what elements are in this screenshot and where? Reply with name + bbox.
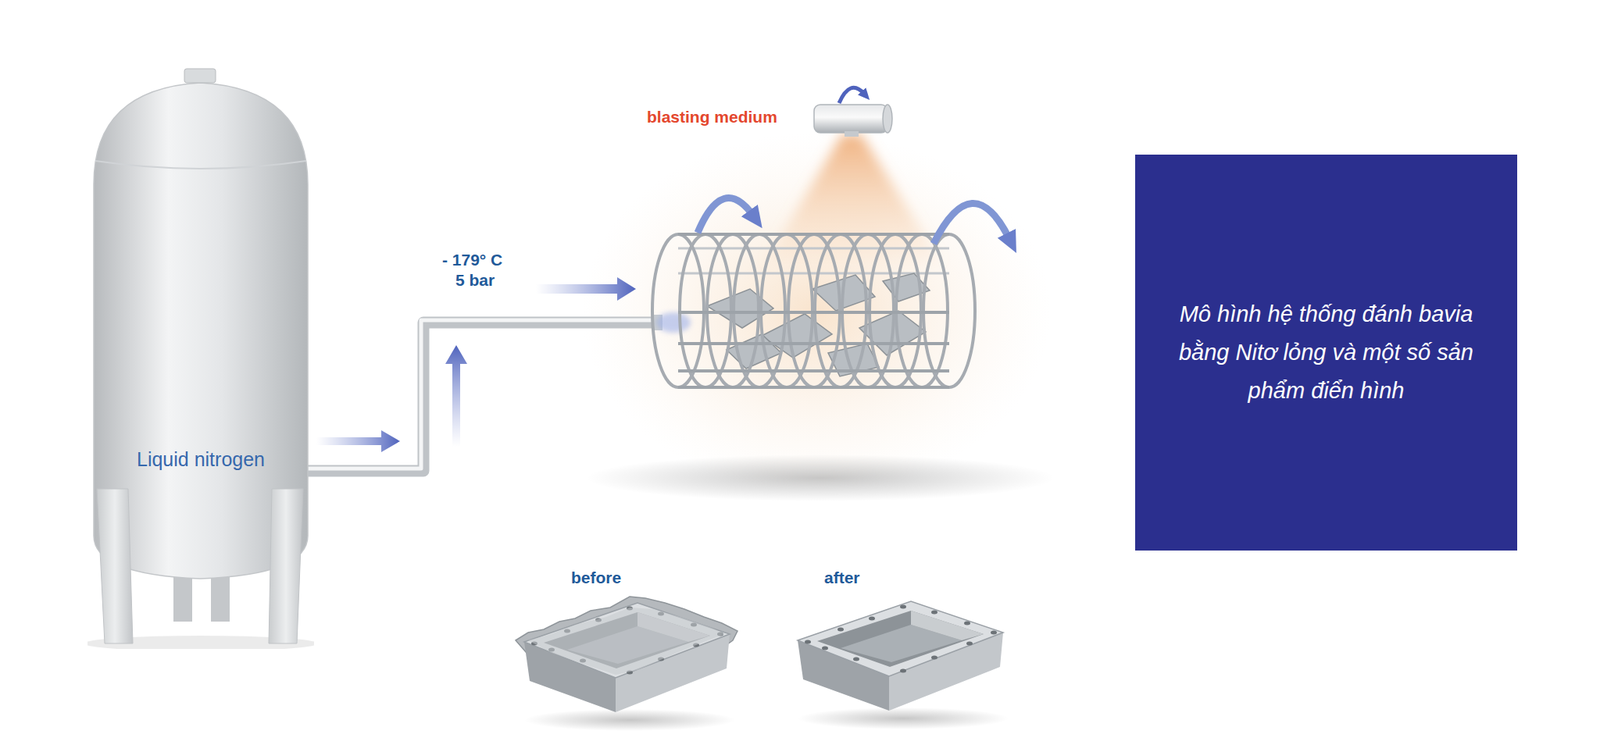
after-label: after — [824, 567, 861, 589]
drum-shadow — [585, 454, 1055, 502]
nitrogen-tank: Liquid nitrogen — [87, 67, 315, 650]
flow-arrow — [316, 430, 400, 453]
caption-box: Mô hình hệ thống đánh bavia bằng Nitơ lỏ… — [1135, 154, 1518, 551]
nitrogen-pipe — [300, 312, 691, 480]
tank-label: Liquid nitrogen — [134, 447, 268, 472]
blasting-nozzle — [814, 87, 893, 137]
caption-text: Mô hình hệ thống đánh bavia bằng Nitơ lỏ… — [1158, 295, 1495, 411]
flow-arrow — [445, 345, 468, 447]
part-before — [515, 596, 738, 732]
rotation-arrow — [697, 198, 754, 233]
medium-label: blasting medium — [646, 107, 778, 128]
rotation-arrow — [933, 203, 1010, 244]
tank-shape — [87, 67, 315, 650]
before-label: before — [571, 567, 622, 589]
temperature-label: - 179° C — [442, 250, 503, 271]
flow-arrow — [535, 277, 636, 301]
part-after — [797, 601, 1009, 730]
spray-haze — [582, 132, 1051, 493]
pressure-label: 5 bar — [455, 270, 495, 291]
tumbling-drum — [652, 234, 975, 388]
